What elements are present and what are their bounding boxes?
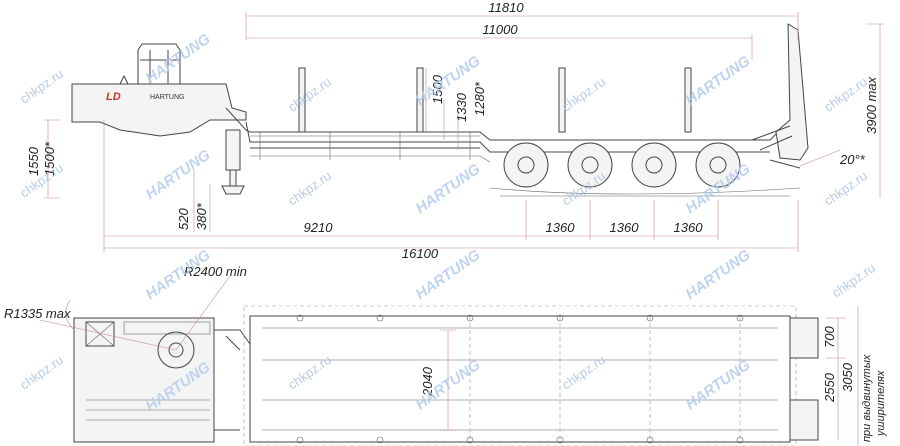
- deck-rail: [250, 132, 491, 163]
- side-view: LD HARTUNG: [26, 0, 884, 261]
- dim-extended-width: 3050: [840, 362, 855, 392]
- dim-inner-width: 2040: [420, 366, 435, 397]
- watermark-brand: HARTUNG: [143, 30, 214, 87]
- dim-overall-length: 16100: [402, 246, 439, 261]
- gooseneck-rack: [119, 43, 181, 85]
- dim-front-radius: R1335 max: [4, 306, 71, 321]
- watermark-site: chkpz.ru: [821, 168, 870, 208]
- rear-ramp: [775, 23, 809, 161]
- wheel: [695, 142, 741, 188]
- wheel: [567, 142, 613, 188]
- stake: [684, 67, 692, 133]
- ramp: [789, 399, 819, 441]
- dim-ramp-angle: 20°*: [839, 152, 866, 167]
- dim-leg-height-1: 520: [176, 208, 191, 230]
- watermark-site: chkpz.ru: [17, 66, 66, 106]
- dim-deck-height-1: 1330: [454, 92, 469, 122]
- watermark-brand: HARTUNG: [143, 146, 214, 203]
- dim-gooseneck-height-2: 1500*: [42, 141, 57, 176]
- dim-axle-spacing-1: 1360: [546, 220, 576, 235]
- ground-line: [489, 187, 801, 197]
- dim-overall-width: 2550: [822, 372, 837, 403]
- watermark-site: chkpz.ru: [821, 74, 870, 114]
- watermark-site: chkpz.ru: [17, 352, 66, 392]
- wheel: [503, 142, 549, 188]
- wheels: [503, 142, 741, 188]
- watermark-site: chkpz.ru: [285, 74, 334, 114]
- tie-downs: [296, 314, 744, 444]
- neck-top: [214, 329, 251, 436]
- dim-extended-note-1: при выдвинутых: [861, 354, 873, 442]
- gooseneck: [71, 83, 247, 137]
- watermark-site: chkpz.ru: [285, 352, 334, 392]
- dim-extended-note-2: уширителях: [875, 370, 887, 437]
- watermark-brand: HARTUNG: [683, 246, 754, 303]
- dim-deck-length: 11000: [482, 22, 518, 37]
- stake: [416, 67, 424, 133]
- watermark-brand: HARTUNG: [683, 52, 754, 109]
- dim-leg-height-2: 380*: [194, 202, 209, 230]
- deck-outline: [249, 315, 791, 443]
- dim-axle-spacing-3: 1360: [674, 220, 704, 235]
- extended-outline: [243, 305, 797, 446]
- ramp: [789, 317, 819, 359]
- watermark-site: chkpz.ru: [285, 168, 334, 208]
- stake: [298, 67, 306, 133]
- top-view: R2400 min R1335 max 2040 700 2550 3050 п…: [4, 264, 887, 446]
- logo-text: HARTUNG: [150, 94, 184, 101]
- gooseneck-platform: [73, 317, 215, 443]
- watermark-brand: HARTUNG: [683, 356, 754, 413]
- hartung-logo: LD HARTUNG: [106, 91, 184, 103]
- dim-deck-height-2: 1280*: [472, 81, 487, 116]
- landing-leg: [221, 129, 245, 195]
- watermark-site: chkpz.ru: [829, 260, 878, 300]
- wheel: [631, 142, 677, 188]
- logo-mark: LD: [106, 91, 121, 103]
- dim-max-height: 3900 max: [864, 76, 879, 134]
- ramp-support: [751, 125, 801, 169]
- turning-radius-arc: [39, 275, 231, 351]
- stakes: [298, 67, 692, 133]
- watermark-site: chkpz.ru: [559, 352, 608, 392]
- watermark-brand: HARTUNG: [413, 160, 484, 217]
- dim-axle-spacing-2: 1360: [610, 220, 640, 235]
- stake: [558, 67, 566, 133]
- dim-ramp-width: 700: [822, 326, 837, 348]
- watermark-site: chkpz.ru: [559, 74, 608, 114]
- dim-gooseneck-height-1: 1550: [26, 146, 41, 176]
- dim-stake-height: 1500: [430, 74, 445, 104]
- dim-kingpin-to-axle: 9210: [304, 220, 334, 235]
- kingpin: [157, 331, 195, 369]
- side-dimensions: [44, 12, 884, 252]
- dim-turning-radius: R2400 min: [184, 264, 247, 279]
- dim-overall-length-top: 11810: [488, 0, 524, 15]
